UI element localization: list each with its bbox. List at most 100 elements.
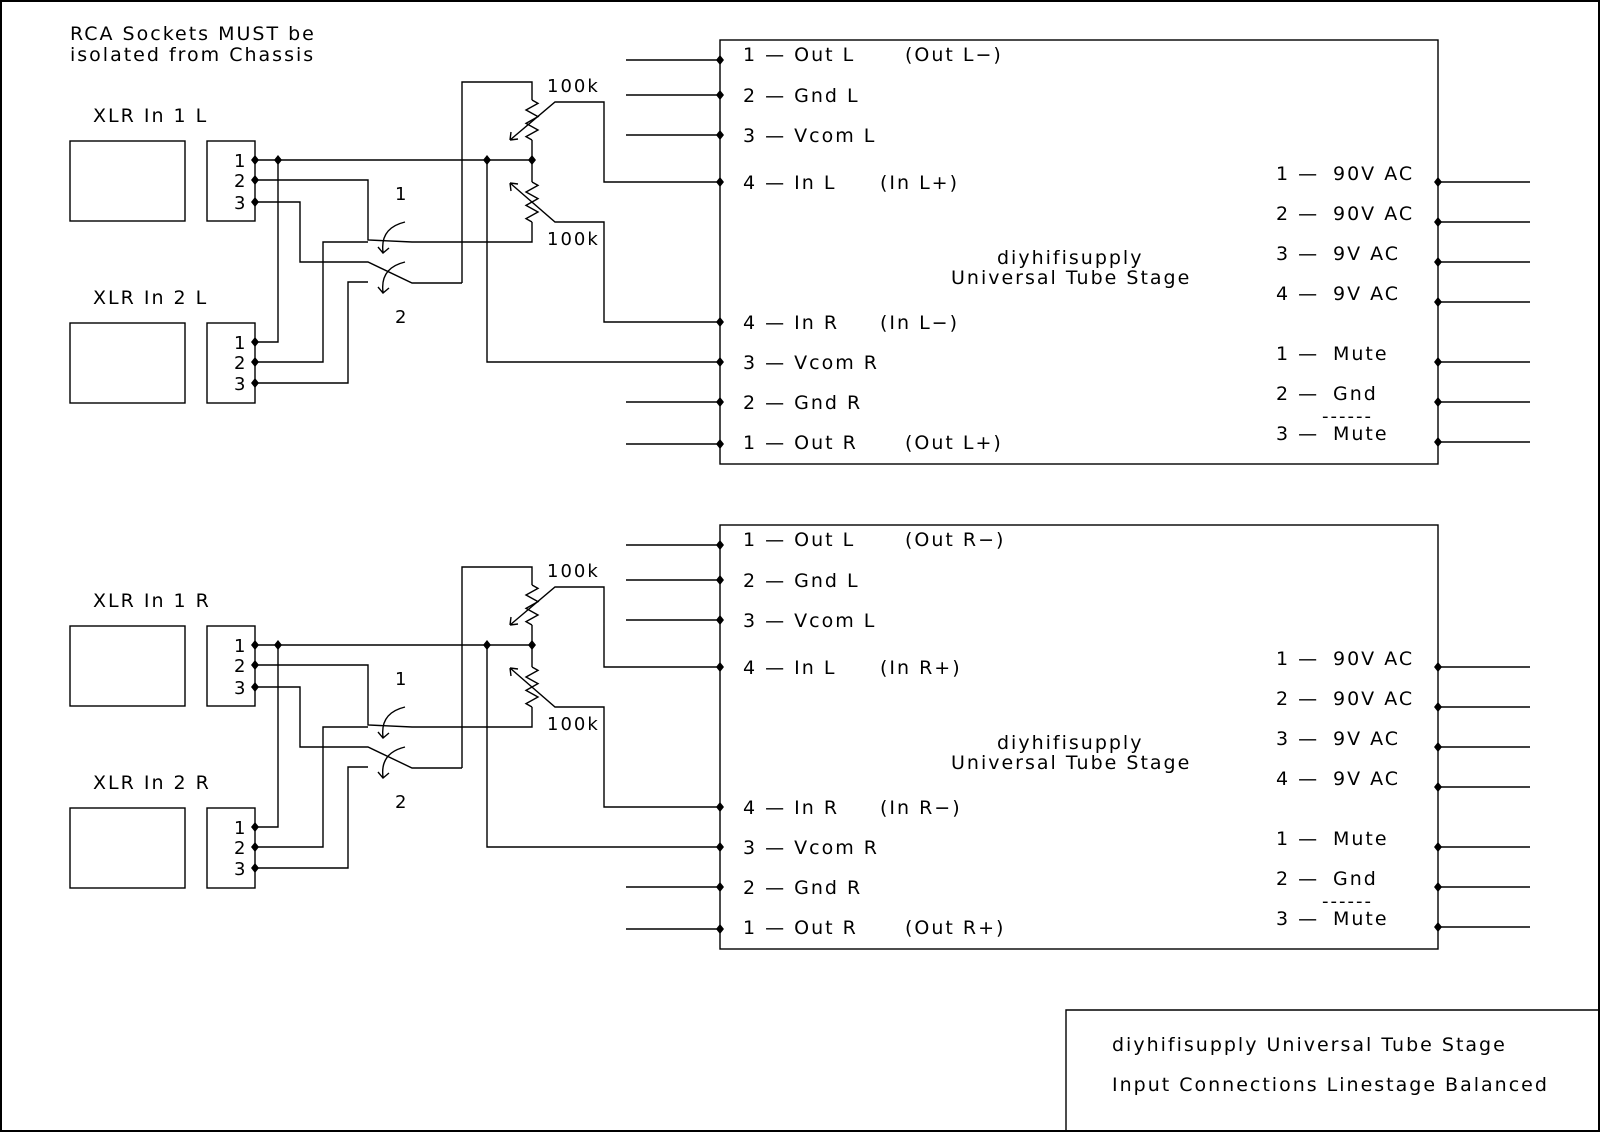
switch-1-wafer-arrow <box>377 221 406 254</box>
wire-switch1-to-pot-bottom <box>462 707 533 728</box>
module-left-pin-label: 4 — In L <box>743 172 836 194</box>
xlr-in-1-socket <box>69 625 186 707</box>
wire-pin1-link <box>255 160 279 343</box>
module-left-pin-alias: (Out R+) <box>905 917 1005 939</box>
junction-dot <box>528 640 536 650</box>
module-right-pin-label: Gnd <box>1333 868 1378 890</box>
wire-switch2-to-pot-top <box>461 81 533 283</box>
junction-dot <box>716 882 724 892</box>
module-left-pin-alias: (Out L+) <box>905 432 1003 454</box>
junction-dot <box>716 177 724 187</box>
wire-vcom-r <box>486 160 720 363</box>
module-title-line-2: Universal Tube Stage <box>951 752 1191 774</box>
switch-2-wafer-arrow <box>377 746 406 779</box>
junction-dot <box>716 802 724 812</box>
wire-xlr1-pin3 <box>255 686 462 769</box>
junction-dot <box>1434 357 1442 367</box>
module-right-pin-label: 90V AC <box>1333 648 1414 670</box>
module-left-pin-alias: (In L−) <box>880 312 959 334</box>
junction-dot <box>274 640 282 650</box>
xlr-in-2-label: XLR In 2 L <box>93 287 208 309</box>
module-right-pin-number: 3 — <box>1276 908 1319 930</box>
xlr-in-1-pin-number: 1 <box>234 636 247 657</box>
module-right-pin-number: 2 — <box>1276 203 1319 225</box>
junction-dot <box>1434 782 1442 792</box>
junction-dot <box>716 55 724 65</box>
junction-dot <box>1434 297 1442 307</box>
switch-1-wafer-arrow <box>377 706 406 739</box>
switch-2-wafer-arrow <box>377 261 406 294</box>
module-right-pin-label: 9V AC <box>1333 728 1400 750</box>
module-title-line-1: diyhifisupply <box>997 247 1143 269</box>
xlr-in-1-pin-number: 2 <box>234 656 247 677</box>
potentiometer-top-wiper <box>509 586 720 668</box>
wire-vcom-r <box>486 645 720 848</box>
junction-dot <box>1434 882 1442 892</box>
xlr-in-2-pin-number: 2 <box>234 838 247 859</box>
junction-dot <box>251 197 259 207</box>
potentiometer-bottom-value: 100k <box>547 714 600 735</box>
junction-dot <box>716 575 724 585</box>
junction-dot <box>1434 742 1442 752</box>
switch-position-1-label: 1 <box>395 669 408 690</box>
module-right-pin-number: 1 — <box>1276 163 1319 185</box>
module-right-pin-label: Mute <box>1333 828 1389 850</box>
xlr-in-2-pin-block <box>206 322 256 404</box>
junction-dot <box>1434 397 1442 407</box>
module-left-pin-label: 2 — Gnd L <box>743 570 860 592</box>
module-right-pin-number: 4 — <box>1276 283 1319 305</box>
wire-xlr2-pin3 <box>255 766 368 869</box>
module-right-pin-number: 3 — <box>1276 423 1319 445</box>
module-right-pin-label: 9V AC <box>1333 243 1400 265</box>
xlr-in-1-label: XLR In 1 L <box>93 105 208 127</box>
switch-position-1-label: 1 <box>395 184 408 205</box>
xlr-in-1-pin-number: 1 <box>234 151 247 172</box>
module-left-pin-label: 2 — Gnd R <box>743 392 862 414</box>
module-left-pin-label: 3 — Vcom L <box>743 125 876 147</box>
module-right-pin-label: 90V AC <box>1333 688 1414 710</box>
junction-dot <box>251 357 259 367</box>
tube-stage-module <box>719 39 1439 465</box>
module-left-pin-label: 3 — Vcom R <box>743 837 879 859</box>
switch-position-2-label: 2 <box>395 307 408 328</box>
wire-xlr1-pin3 <box>255 201 462 284</box>
wire-xlr2-pin3 <box>255 281 368 384</box>
potentiometer-bottom-wiper <box>509 667 720 808</box>
junction-dot <box>251 175 259 185</box>
module-left-pin-label: 2 — Gnd R <box>743 877 862 899</box>
junction-dot <box>716 90 724 100</box>
module-right-pin-label: Mute <box>1333 423 1389 445</box>
module-left-pin-label: 4 — In R <box>743 312 839 334</box>
module-right-pin-label: 9V AC <box>1333 283 1400 305</box>
xlr-in-2-pin-number: 1 <box>234 818 247 839</box>
module-right-pin-number: 3 — <box>1276 728 1319 750</box>
xlr-in-1-pin-block <box>206 140 256 222</box>
junction-dot <box>251 660 259 670</box>
module-left-pin-label: 1 — Out R <box>743 917 858 939</box>
xlr-in-1-pin-number: 2 <box>234 171 247 192</box>
module-left-pin-label: 3 — Vcom L <box>743 610 876 632</box>
junction-dot <box>716 397 724 407</box>
junction-dot <box>716 615 724 625</box>
junction-dot <box>274 155 282 165</box>
xlr-in-2-pin-number: 1 <box>234 333 247 354</box>
junction-dot <box>716 540 724 550</box>
mute-inverted-overbar: ------ <box>1322 406 1373 427</box>
wire-switch2-to-pot-top <box>461 566 533 768</box>
module-right-pin-label: 90V AC <box>1333 163 1414 185</box>
xlr-in-2-socket <box>69 807 186 889</box>
xlr-in-1-label: XLR In 1 R <box>93 590 211 612</box>
module-left-pin-alias: (In L+) <box>880 172 959 194</box>
junction-dot <box>251 822 259 832</box>
module-left-pin-label: 4 — In L <box>743 657 836 679</box>
junction-dot <box>1434 922 1442 932</box>
junction-dot <box>251 378 259 388</box>
potentiometer-top-resistor <box>524 584 540 626</box>
xlr-in-2-socket <box>69 322 186 404</box>
wire-xlr2-pin2 <box>255 726 368 848</box>
module-left-pin-label: 2 — Gnd L <box>743 85 860 107</box>
junction-dot <box>1434 217 1442 227</box>
junction-dot <box>1434 437 1442 447</box>
